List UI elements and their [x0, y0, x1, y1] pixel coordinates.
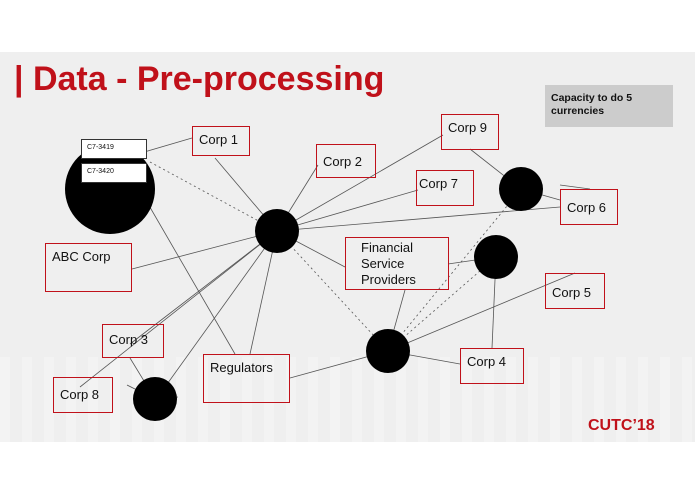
- node-abc-corp: ABC Corp: [45, 243, 132, 292]
- dotted-edge: [149, 161, 278, 232]
- node-corp-8: Corp 8: [53, 377, 113, 413]
- node-corp-1: Corp 1: [192, 126, 250, 156]
- node-corp-3: Corp 3: [102, 324, 164, 358]
- edge: [276, 134, 444, 232]
- edge: [276, 189, 419, 232]
- node-hub-bottomleft: [133, 377, 177, 421]
- node-hub-right: [499, 167, 543, 211]
- node-hub-right-lower: [474, 235, 518, 279]
- slide: | Data - Pre-processing Capacity to do 5…: [0, 52, 695, 442]
- tag-c7-3419: C7-3419: [81, 139, 147, 159]
- edge: [559, 184, 591, 190]
- edge: [164, 230, 278, 388]
- node-hub-center: [255, 209, 299, 253]
- tag-c7-3420: C7-3420: [81, 163, 147, 183]
- background-watermark: [0, 357, 695, 442]
- node-corp-6: Corp 6: [560, 189, 618, 225]
- edge: [139, 189, 236, 355]
- node-corp-4: Corp 4: [460, 348, 524, 384]
- node-corp-2: Corp 2: [316, 144, 376, 178]
- node-corp-7: Corp 7: [416, 170, 474, 206]
- edge: [131, 230, 278, 270]
- edge: [129, 230, 278, 345]
- node-corp-9: Corp 9: [441, 114, 499, 150]
- edge: [276, 206, 561, 232]
- node-corp-5: Corp 5: [545, 273, 605, 309]
- dotted-edge: [276, 230, 389, 352]
- brand-logo-text: CUTC’18: [588, 417, 655, 434]
- edge: [387, 272, 576, 352]
- node-regulators: Regulators: [203, 354, 290, 403]
- capacity-note: Capacity to do 5 currencies: [545, 85, 673, 127]
- node-hub-bottom: [366, 329, 410, 373]
- dotted-edge: [387, 256, 497, 352]
- page-title: | Data - Pre-processing: [14, 60, 385, 98]
- node-financial-service-providers: Financial Service Providers: [345, 237, 449, 290]
- edge: [79, 230, 278, 388]
